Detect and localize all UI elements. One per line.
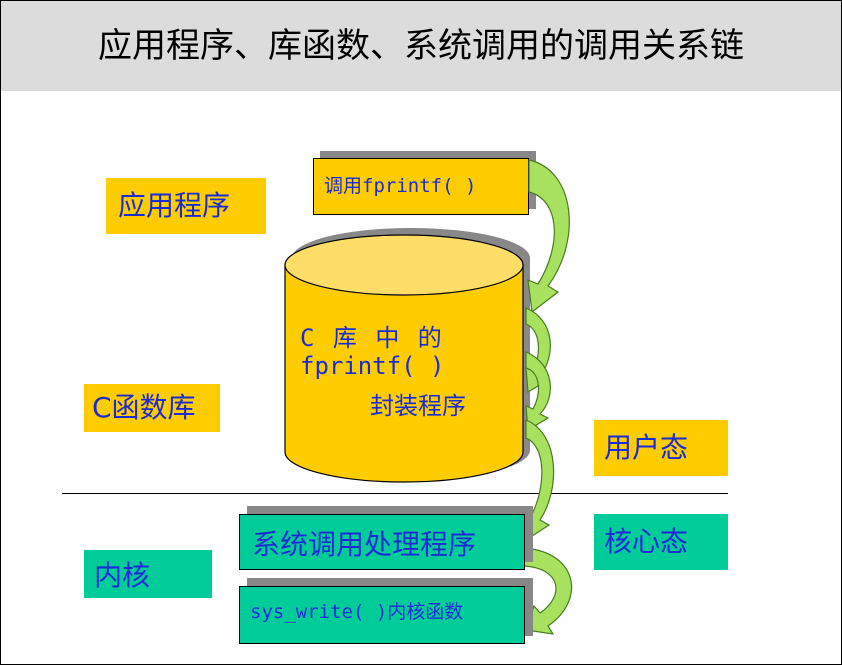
user-mode-label: 用户态 <box>594 420 728 476</box>
kernel-layer-label: 内核 <box>84 550 212 598</box>
flow-arrows <box>523 159 573 635</box>
syscall-handler-box: 系统调用处理程序 <box>239 514 525 570</box>
cylinder-line-3: 封装程序 <box>370 392 466 420</box>
cylinder-line-2: fprintf( ) <box>300 352 445 380</box>
arrow-syscall-to-write <box>523 547 573 635</box>
syscall-handler-label: 系统调用处理程序 <box>252 528 477 561</box>
slide-title: 应用程序、库函数、系统调用的调用关系链 <box>98 26 744 66</box>
arrow-call-to-lib <box>527 159 570 314</box>
clib-cylinder <box>284 234 524 483</box>
cylinder-line-1: C 库 中 的 <box>300 324 444 352</box>
title-bar: 应用程序、库函数、系统调用的调用关系链 <box>1 1 841 91</box>
call-fprintf-label: 调用fprintf( ) <box>324 175 477 197</box>
arrow-lib-to-syscall <box>523 419 555 542</box>
clib-layer-label: C函数库 <box>84 384 220 432</box>
sys-write-box: sys_write( )内核函数 <box>239 586 525 644</box>
kernel-mode-label: 核心态 <box>594 514 728 570</box>
arrow-lib-step-2 <box>525 351 551 432</box>
user-kernel-divider <box>62 493 728 494</box>
call-fprintf-box: 调用fprintf( ) <box>313 158 529 215</box>
sys-write-label: sys_write( )内核函数 <box>250 601 464 623</box>
app-layer-label: 应用程序 <box>106 178 266 234</box>
